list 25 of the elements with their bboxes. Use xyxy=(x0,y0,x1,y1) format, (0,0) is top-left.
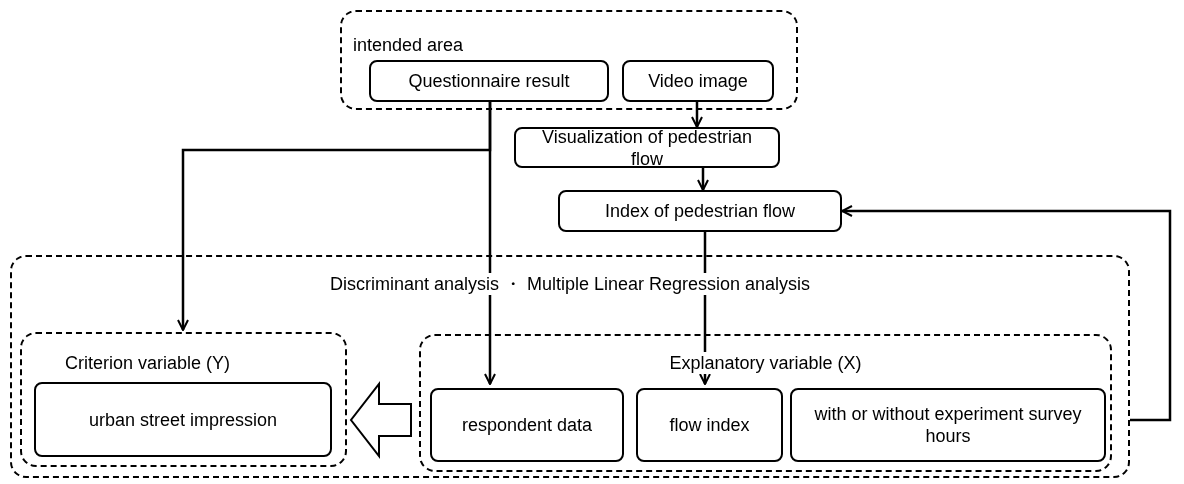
dashed-group xyxy=(340,10,798,110)
dashed-group xyxy=(419,334,1112,472)
process-box xyxy=(622,60,774,102)
arrow xyxy=(697,168,709,191)
box-label: respondent data xyxy=(461,414,593,436)
process-box xyxy=(369,60,609,102)
arrow xyxy=(841,205,1172,422)
box-label: Index of pedestrian flow xyxy=(604,200,796,222)
box-label: urban street impression xyxy=(88,408,278,431)
process-box xyxy=(430,388,624,462)
arrow xyxy=(484,100,496,385)
process-box xyxy=(790,388,1106,462)
box-label: Video image xyxy=(648,70,748,92)
box-label: Visualization of pedestrian flow xyxy=(541,125,753,170)
process-box xyxy=(514,127,780,168)
dashed-group xyxy=(10,255,1130,478)
process-box xyxy=(636,388,783,462)
box-label: flow index xyxy=(669,414,750,436)
block-arrow xyxy=(349,381,412,459)
arrow xyxy=(691,100,703,128)
box-label: with or without experiment survey hours xyxy=(813,403,1083,447)
process-box xyxy=(34,382,332,457)
box-label: Questionnaire result xyxy=(408,70,570,92)
process-box xyxy=(558,190,842,232)
dashed-group xyxy=(20,332,347,467)
